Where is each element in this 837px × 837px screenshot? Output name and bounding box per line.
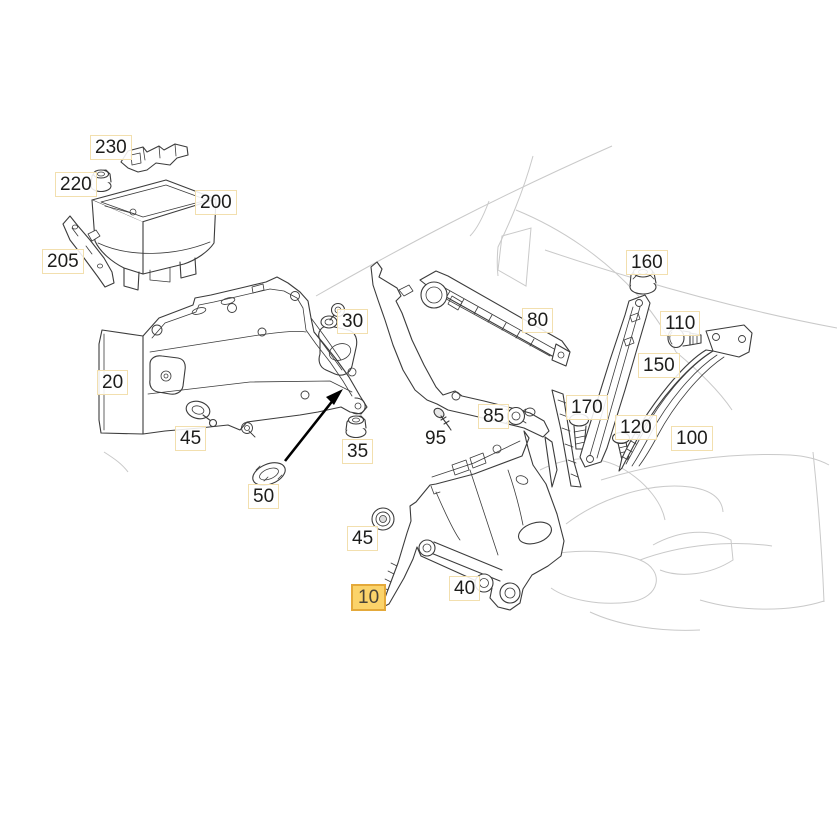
grommet-45-lower-drawing (371, 507, 395, 531)
car-body-outline (103, 145, 837, 631)
part-label-50[interactable]: 50 (248, 484, 280, 509)
part-label-150[interactable]: 150 (638, 353, 680, 378)
part-label-220[interactable]: 220 (55, 172, 97, 197)
part-label-95[interactable]: 95 (425, 428, 447, 449)
part-label-40[interactable]: 40 (449, 576, 481, 601)
part-label-100[interactable]: 100 (671, 426, 713, 451)
part-label-35[interactable]: 35 (342, 439, 374, 464)
part-label-205[interactable]: 205 (42, 249, 84, 274)
pointer-arrow (283, 389, 343, 462)
flange-nut-35-drawing (345, 415, 367, 439)
part-label-45[interactable]: 45 (175, 426, 207, 451)
part-label-10[interactable]: 10 (351, 584, 387, 611)
part-label-230[interactable]: 230 (90, 135, 132, 160)
part-label-110[interactable]: 110 (660, 311, 701, 336)
part-label-160[interactable]: 160 (626, 250, 668, 275)
screw-95-drawing (433, 407, 452, 431)
part-label-45[interactable]: 45 (347, 526, 379, 551)
part-label-20[interactable]: 20 (97, 370, 129, 395)
part-label-200[interactable]: 200 (195, 190, 237, 215)
plug-45-upper-drawing (185, 400, 218, 428)
part-label-80[interactable]: 80 (522, 308, 554, 333)
seal-50-drawing (252, 462, 286, 486)
part-label-120[interactable]: 120 (615, 415, 657, 440)
retainer-bracket-230-drawing (120, 143, 189, 173)
part-label-85[interactable]: 85 (478, 404, 510, 429)
strap-150-drawing (579, 294, 651, 468)
inner-panel-80-drawing (370, 261, 582, 488)
part-label-30[interactable]: 30 (337, 309, 369, 334)
lower-panel-10-drawing (378, 430, 565, 611)
battery-tray-200-drawing (91, 179, 217, 291)
part-label-170[interactable]: 170 (566, 395, 608, 420)
